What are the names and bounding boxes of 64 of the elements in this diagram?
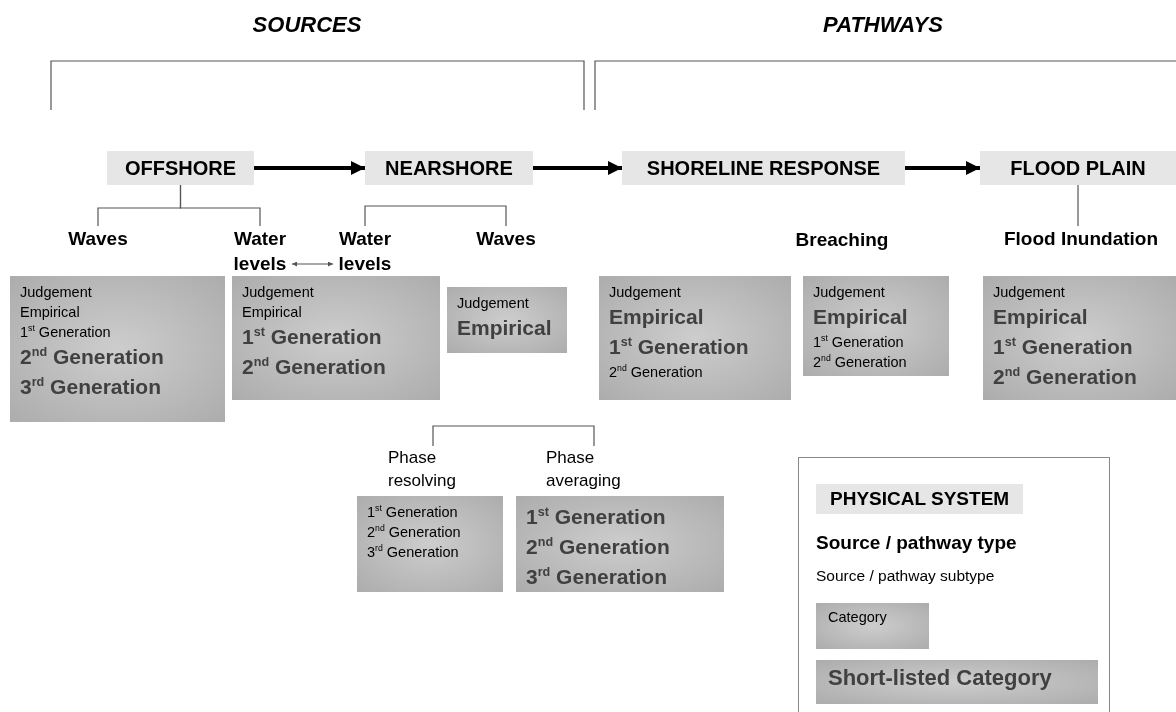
method-text: 2$^{nd}$ Generation [813, 352, 908, 372]
category-box [983, 276, 1176, 400]
subtype-heading: Water levels [333, 226, 397, 276]
subtype-heading: Flood Inundation [990, 226, 1172, 252]
arrow [533, 161, 622, 175]
category-box [516, 496, 724, 592]
section-title: SOURCES [252, 12, 362, 38]
connector-line [179, 184, 261, 227]
subtype-heading: Waves [60, 226, 136, 252]
method-text: 1$^{st}$ Generation [993, 334, 1134, 360]
legend-subtype-text: Source / pathway subtype [816, 567, 995, 585]
legend-category-sample: Category [816, 603, 929, 649]
subtype-heading: Phase resolving [388, 446, 478, 494]
subtype-heading: Water levels [228, 226, 292, 276]
category-box [599, 276, 791, 400]
method-text: 2$^{nd}$ Generation [20, 344, 165, 370]
section-title: PATHWAYS [823, 12, 943, 38]
subtype-heading: Phase averaging [546, 446, 642, 494]
category-box [357, 496, 503, 592]
double-arrow [291, 261, 334, 267]
legend-shortlist-sample: Short-listed Category [816, 660, 1098, 704]
method-text: Judgement [609, 283, 682, 302]
arrow [905, 161, 980, 175]
system-header-box: SHORELINE RESPONSE [622, 151, 905, 185]
method-text: 1$^{st}$ Generation [526, 504, 667, 530]
legend-header-sample: PHYSICAL SYSTEM [816, 484, 1024, 514]
method-text: Empirical [20, 303, 81, 322]
method-text: Judgement [242, 283, 315, 302]
subtype-heading: Waves [468, 226, 544, 252]
method-text: 1$^{st}$ Generation [367, 502, 459, 522]
method-text: 3$^{rd}$ Generation [526, 564, 668, 590]
method-text: 2$^{nd}$ Generation [993, 364, 1138, 390]
method-text: 2$^{nd}$ Generation [526, 534, 671, 560]
method-text: 3$^{rd}$ Generation [20, 374, 162, 400]
category-box [803, 276, 949, 376]
method-text: Empirical [609, 304, 705, 330]
method-text: Empirical [993, 304, 1089, 330]
method-text: Empirical [457, 315, 553, 341]
method-text: 1$^{st}$ Generation [609, 334, 750, 360]
method-text: Judgement [993, 283, 1066, 302]
method-text: Judgement [813, 283, 886, 302]
category-box [232, 276, 440, 400]
method-text: 2$^{nd}$ Generation [242, 354, 387, 380]
category-box [447, 287, 567, 353]
method-text: Judgement [20, 283, 93, 302]
system-header-box: NEARSHORE [365, 151, 533, 185]
method-text: Judgement [457, 294, 530, 313]
method-text: 2$^{nd}$ Generation [367, 522, 462, 542]
connector-line [1077, 184, 1079, 227]
system-header-box: FLOOD PLAIN [980, 151, 1176, 185]
legend-type-text: Source / pathway type [816, 532, 1017, 554]
subtype-heading: Breaching [784, 227, 900, 253]
method-text: 2$^{nd}$ Generation [609, 362, 704, 382]
connector-line [432, 425, 595, 447]
method-text: Empirical [813, 304, 909, 330]
method-text: 1$^{st}$ Generation [813, 332, 905, 352]
connector-line [364, 205, 507, 227]
method-text: 1$^{st}$ Generation [242, 324, 383, 350]
arrow [254, 161, 365, 175]
method-text: 1$^{st}$ Generation [20, 322, 112, 342]
method-text: Empirical [242, 303, 303, 322]
category-box [10, 276, 225, 422]
method-text: 3$^{rd}$ Generation [367, 542, 460, 562]
system-header-box: OFFSHORE [107, 151, 254, 185]
